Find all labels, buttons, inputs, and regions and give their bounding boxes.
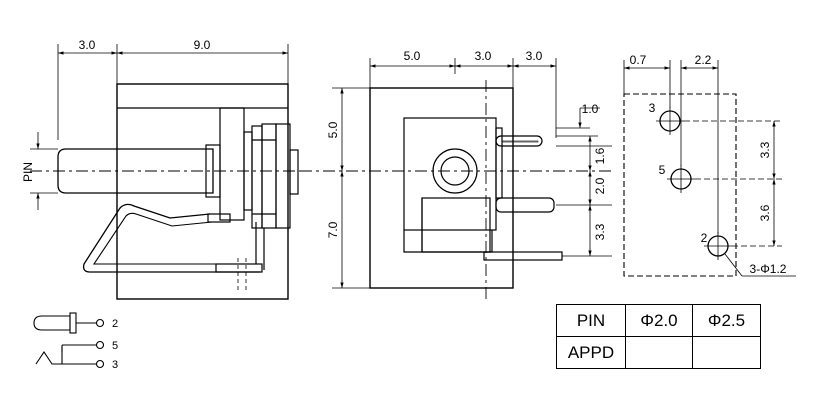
table-header-2-5: Φ2.5 <box>692 304 761 337</box>
schem-pin-2: 2 <box>112 318 118 330</box>
side-dim-3-0: 3.0 <box>79 38 96 52</box>
front-dim-3-0-b: 3.0 <box>526 49 543 63</box>
schem-pin-3: 3 <box>112 359 118 371</box>
schem-pin-5: 5 <box>112 340 118 352</box>
table-cell-appd: APPD <box>556 336 626 369</box>
fp-hole-note: 3-Φ1.2 <box>750 262 787 276</box>
front-dim-1-0: 1.0 <box>582 102 599 116</box>
fp-pin-5: 5 <box>659 163 666 177</box>
front-dim-1-6: 1.6 <box>593 147 607 164</box>
fp-pin-3: 3 <box>649 101 656 115</box>
front-dim-3-0-a: 3.0 <box>475 49 492 63</box>
front-dim-7-0-vertical: 7.0 <box>326 221 340 238</box>
table-header-2-0: Φ2.0 <box>625 304 693 337</box>
fp-dim-0-7: 0.7 <box>630 53 647 67</box>
table-cell-empty <box>692 336 761 369</box>
fp-dim-3-6: 3.6 <box>758 204 772 221</box>
fp-pin-2: 2 <box>701 231 708 245</box>
front-dim-2-0: 2.0 <box>593 177 607 194</box>
table-cell-empty <box>625 336 693 369</box>
schematic-symbol <box>33 312 105 369</box>
table-header-pin: PIN <box>556 304 626 337</box>
front-dim-5-0-vertical: 5.0 <box>326 121 340 138</box>
pin-size-table: PIN Φ2.0 Φ2.5 APPD <box>556 304 761 369</box>
side-pin-label: PIN <box>21 162 35 182</box>
fp-dim-3-3: 3.3 <box>758 141 772 158</box>
table-row: APPD <box>556 336 761 369</box>
front-dim-3-3: 3.3 <box>593 223 607 240</box>
front-view <box>300 58 612 300</box>
front-dim-5-0: 5.0 <box>404 49 421 63</box>
side-dim-9-0: 9.0 <box>194 38 211 52</box>
side-view <box>30 44 300 300</box>
fp-dim-2-2: 2.2 <box>695 53 712 67</box>
table-header-row: PIN Φ2.0 Φ2.5 <box>556 304 761 337</box>
footprint-view <box>623 60 796 277</box>
